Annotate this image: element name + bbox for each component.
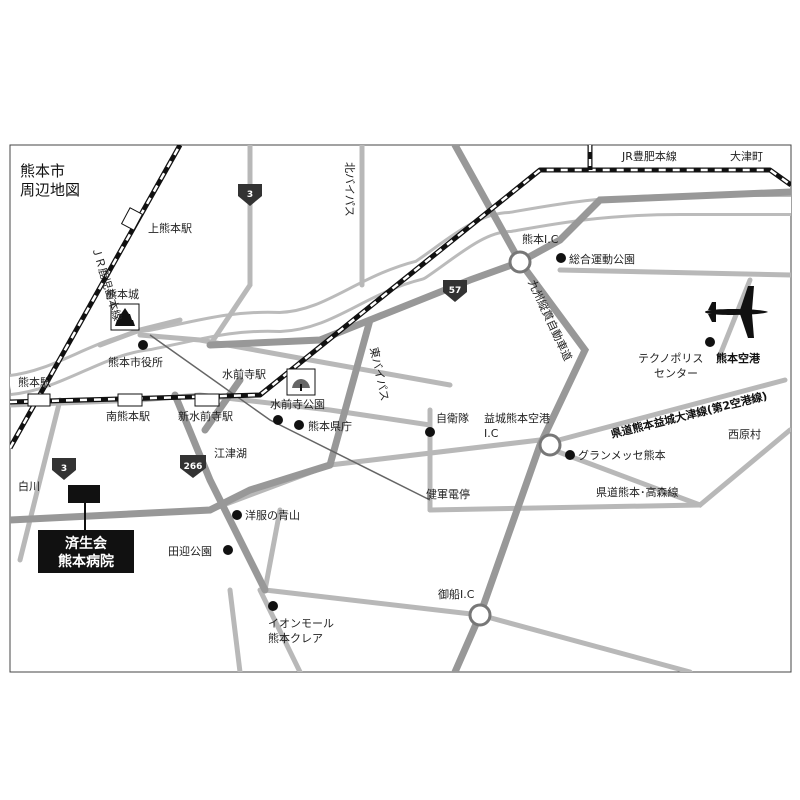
label-mashiki-ic-line2: I.C bbox=[484, 427, 499, 440]
station-markers bbox=[27, 207, 220, 407]
label-prefectural-office: 熊本県庁 bbox=[308, 419, 352, 433]
svg-text:57: 57 bbox=[449, 286, 462, 296]
label-mifune-ic: 御船I.C bbox=[438, 587, 475, 601]
map-title-line1: 熊本市 bbox=[20, 162, 65, 180]
label-nishihara: 西原村 bbox=[728, 427, 761, 441]
hospital-label-box bbox=[38, 530, 134, 573]
tram-road bbox=[149, 334, 431, 501]
route-shield-icon: 3 3 57 266 bbox=[52, 184, 467, 480]
airplane-icon bbox=[705, 286, 768, 338]
label-aeon-line1: イオンモール bbox=[268, 617, 334, 630]
label-kami-kumamoto-station: 上熊本駅 bbox=[148, 221, 192, 235]
castle-icon bbox=[110, 303, 140, 331]
label-kumamoto-castle: 熊本城 bbox=[106, 287, 139, 301]
hospital-marker-icon bbox=[68, 485, 100, 530]
label-shirakawa: 白川 bbox=[18, 479, 40, 493]
river bbox=[10, 194, 791, 396]
label-airport: 熊本空港 bbox=[716, 351, 761, 365]
svg-text:3: 3 bbox=[61, 464, 67, 474]
label-kumamoto-station: 熊本駅 bbox=[18, 375, 51, 389]
label-sogo-park: 総合運動公園 bbox=[569, 252, 635, 266]
interchange-icon bbox=[468, 250, 562, 627]
poi-dot-icon bbox=[138, 253, 715, 611]
label-yofuku-aoyama: 洋服の青山 bbox=[245, 508, 300, 522]
label-sdf: 自衛隊 bbox=[436, 411, 469, 425]
map-frame bbox=[9, 144, 792, 673]
road-label-kita-bypass: 北バイパス bbox=[343, 162, 356, 217]
hospital-name-line1: 済生会 bbox=[65, 535, 108, 552]
label-taukae-park: 田迎公園 bbox=[168, 545, 212, 558]
map-title-line2: 周辺地図 bbox=[20, 181, 80, 199]
label-kengun-stop: 健軍電停 bbox=[426, 487, 470, 501]
label-ezu-lake: 江津湖 bbox=[214, 447, 247, 460]
label-suizenji-station: 水前寺駅 bbox=[222, 367, 266, 381]
road-label-takamori: 県道熊本･高森線 bbox=[596, 485, 679, 499]
rail-label-hohi: JR豊肥本線 bbox=[621, 149, 677, 163]
label-grandmesse: グランメッセ熊本 bbox=[578, 448, 666, 462]
label-kumamoto-ic: 熊本I.C bbox=[522, 232, 559, 246]
park-icon bbox=[286, 368, 316, 396]
label-city-hall: 熊本市役所 bbox=[108, 355, 163, 369]
label-mashiki-ic-line1: 益城熊本空港 bbox=[484, 411, 550, 425]
label-ozu-town: 大津町 bbox=[730, 149, 763, 163]
label-technopolis-line2: センター bbox=[654, 367, 698, 380]
label-aeon-line2: 熊本クレア bbox=[268, 631, 323, 645]
label-suizenji-park: 水前寺公園 bbox=[270, 397, 325, 411]
svg-text:3: 3 bbox=[247, 190, 253, 200]
hospital-name-line2: 熊本病院 bbox=[58, 553, 114, 570]
minor-roads bbox=[10, 145, 791, 672]
svg-text:266: 266 bbox=[184, 462, 203, 472]
label-technopolis-line1: テクノポリス bbox=[638, 352, 703, 365]
label-shin-suizenji-station: 新水前寺駅 bbox=[178, 409, 233, 423]
label-minami-kumamoto-station: 南熊本駅 bbox=[106, 409, 150, 423]
